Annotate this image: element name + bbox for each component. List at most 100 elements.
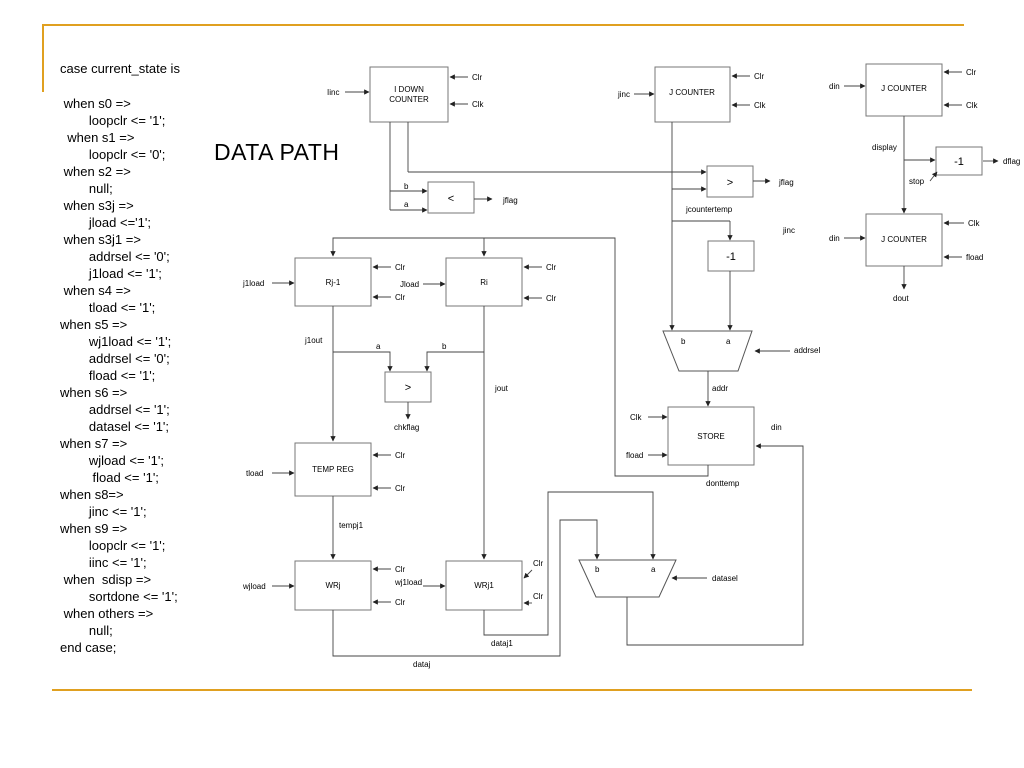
code-line: loopclr <= '1'; bbox=[60, 113, 166, 128]
store-din-label: din bbox=[771, 423, 782, 432]
code-line: when s3j => bbox=[60, 198, 134, 213]
addr-label: addr bbox=[712, 384, 728, 393]
wrj-label: WRj bbox=[325, 581, 340, 590]
gt-chk-symbol: > bbox=[405, 382, 411, 394]
code-line: wjload <= '1'; bbox=[60, 453, 164, 468]
code-line: tload <= '1'; bbox=[60, 300, 156, 315]
temp-clr2-label: Clr bbox=[395, 484, 406, 493]
code-line: null; bbox=[60, 623, 113, 638]
lt-b-label: b bbox=[404, 182, 409, 191]
chk-a-label: a bbox=[376, 342, 381, 351]
idown-clk-label: Clk bbox=[472, 100, 485, 109]
minus1-display-block: -1 bbox=[935, 146, 983, 176]
j-counter-label: J COUNTER bbox=[669, 88, 715, 97]
jinc-label: jinc bbox=[617, 90, 630, 99]
minus1-j-label: -1 bbox=[726, 251, 736, 263]
datasel-label: datasel bbox=[712, 574, 738, 583]
jflag-label-right: jflag bbox=[778, 178, 794, 187]
code-line: sortdone <= '1'; bbox=[60, 589, 178, 604]
code-line: addrsel <= '0'; bbox=[60, 351, 170, 366]
wrj-clr-label: Clr bbox=[395, 565, 406, 574]
code-line: when s6 => bbox=[60, 385, 128, 400]
stop-label: stop bbox=[909, 177, 925, 186]
code-line: loopclr <= '0'; bbox=[60, 147, 166, 162]
j-counter-bottom-right: J COUNTER bbox=[865, 213, 943, 267]
code-line: datasel <= '1'; bbox=[60, 419, 170, 434]
code-line: jload <='1'; bbox=[60, 215, 151, 230]
j1load-label: j1load bbox=[242, 279, 264, 288]
jcounter-clr-label: Clr bbox=[754, 72, 765, 81]
addrsel-label: addrsel bbox=[794, 346, 820, 355]
wrj1-register: WRj1 bbox=[445, 560, 523, 611]
jtop-clk-label: Clk bbox=[966, 101, 979, 110]
tload-label: tload bbox=[246, 469, 263, 478]
data-mux: b a bbox=[578, 559, 677, 598]
store-clk-label: Clk bbox=[630, 413, 643, 422]
code-line: fload <= '1'; bbox=[60, 470, 159, 485]
code-line: when others => bbox=[60, 606, 154, 621]
lt-a-label: a bbox=[404, 200, 409, 209]
tempj1-label: tempj1 bbox=[339, 521, 364, 530]
code-line: addrsel <= '0'; bbox=[60, 249, 170, 264]
code-line: when s9 => bbox=[60, 521, 128, 536]
jout-label: jout bbox=[494, 384, 509, 393]
code-line: iinc <= '1'; bbox=[60, 555, 147, 570]
code-line: null; bbox=[60, 181, 113, 196]
code-line: jinc <= '1'; bbox=[60, 504, 147, 519]
addr-mux-b-label: b bbox=[681, 337, 686, 346]
addr-mux-a-label: a bbox=[726, 337, 731, 346]
j-counter-bottom-label: J COUNTER bbox=[881, 235, 927, 244]
gt-j-symbol: > bbox=[727, 177, 733, 189]
jinc-label-2: jinc bbox=[782, 226, 795, 235]
page-title: DATA PATH bbox=[214, 139, 340, 165]
ri-register: Ri bbox=[445, 257, 523, 307]
j-counter: J COUNTER bbox=[654, 66, 731, 123]
code-line: loopclr <= '1'; bbox=[60, 538, 166, 553]
jcountertemp-label: jcountertemp bbox=[685, 205, 733, 214]
j-counter-top-right: J COUNTER bbox=[865, 63, 943, 117]
code-line: when s2 => bbox=[60, 164, 131, 179]
j1out-label: j1out bbox=[304, 336, 323, 345]
greater-than-comparator-j: > bbox=[706, 165, 754, 198]
chkflag-label: chkflag bbox=[394, 423, 419, 432]
rj1-clr2-label: Clr bbox=[395, 293, 406, 302]
dout-label: dout bbox=[893, 294, 909, 303]
code-line: addrsel <= '1'; bbox=[60, 402, 170, 417]
code-line: j1load <= '1'; bbox=[60, 266, 162, 281]
code-line: end case; bbox=[60, 640, 117, 655]
ri-label: Ri bbox=[480, 278, 488, 287]
temp-register: TEMP REG bbox=[294, 442, 372, 497]
wj1load-label: wj1load bbox=[394, 578, 422, 587]
code-line: when sdisp => bbox=[60, 572, 152, 587]
donttemp-label: donttemp bbox=[706, 479, 740, 488]
display-label: display bbox=[872, 143, 897, 152]
code-line: when s0 => bbox=[60, 96, 131, 111]
temp-reg-label: TEMP REG bbox=[312, 465, 354, 474]
dataj-label: dataj bbox=[413, 660, 431, 669]
jload-label: Jload bbox=[400, 280, 419, 289]
wrj1-label: WRj1 bbox=[474, 581, 494, 590]
idown-clr-label: Clr bbox=[472, 73, 483, 82]
store-label: STORE bbox=[697, 432, 724, 441]
store-fload-label: fload bbox=[626, 451, 643, 460]
minus1-j-block: -1 bbox=[707, 240, 755, 272]
din-label-top: din bbox=[829, 82, 840, 91]
less-than-symbol: < bbox=[448, 193, 454, 205]
temp-clr-label: Clr bbox=[395, 451, 406, 460]
code-line: when s7 => bbox=[60, 436, 128, 451]
minus1-display-label: -1 bbox=[954, 156, 964, 168]
iinc-label: Iinc bbox=[327, 88, 339, 97]
code-line: when s5 => bbox=[60, 317, 128, 332]
wjload-label: wjload bbox=[242, 582, 266, 591]
jbottom-fload-label: fload bbox=[966, 253, 983, 262]
wrj-register: WRj bbox=[294, 560, 372, 611]
ri-clr2-label: Clr bbox=[546, 294, 557, 303]
wrj1-clr2-label: Clr bbox=[533, 592, 544, 601]
dataj1-label: dataj1 bbox=[491, 639, 513, 648]
ri-clr-label: Clr bbox=[546, 263, 557, 272]
rj-1-register: Rj-1 bbox=[294, 257, 372, 307]
code-line: when s3j1 => bbox=[60, 232, 141, 247]
i-down-counter-label2: COUNTER bbox=[389, 95, 429, 104]
